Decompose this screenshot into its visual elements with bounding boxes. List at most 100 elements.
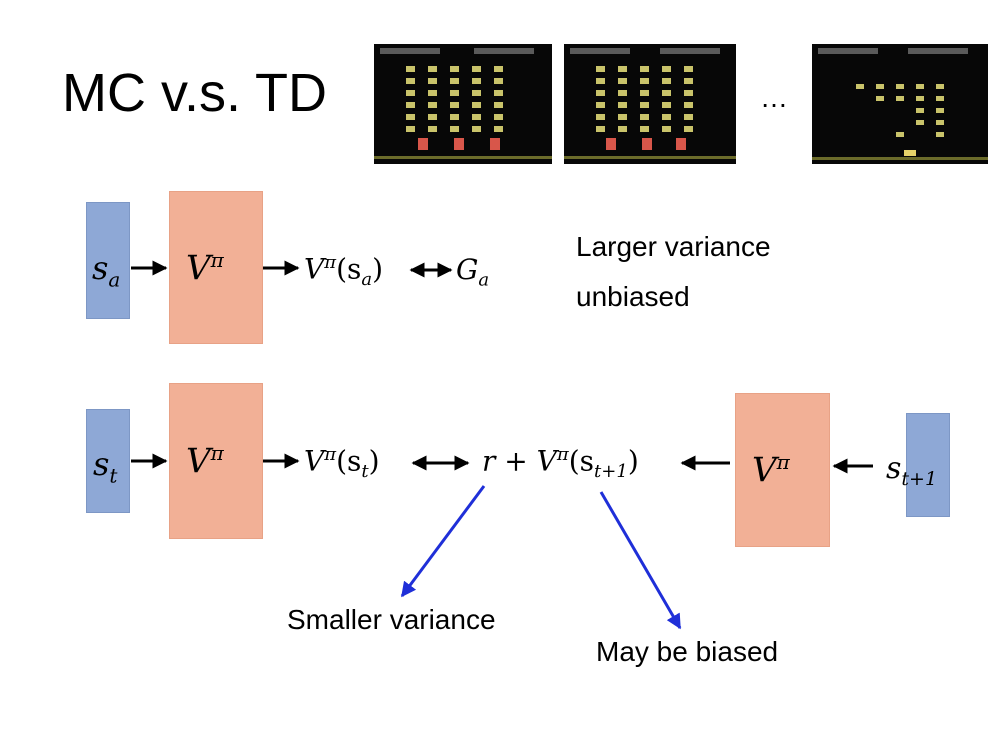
td-network-label: Vπ [186, 443, 224, 478]
game-frame-2 [564, 44, 736, 164]
slide-title: MC v.s. TD [62, 63, 327, 123]
mc-state-symbol: s [92, 249, 109, 287]
invader-sprite [596, 66, 605, 72]
td-target-close: ) [627, 444, 639, 478]
td-next-state-box [906, 413, 950, 517]
invader-sprite [450, 114, 459, 120]
game-frame-1-art [374, 48, 552, 159]
invader-sprite [596, 90, 605, 96]
blue-arrow-to-may-be-biased [599, 491, 682, 630]
invader-sprite [472, 66, 481, 72]
invader-sprite [450, 126, 459, 132]
mc-state-label: sa [92, 252, 120, 289]
invader-sprite [428, 66, 437, 72]
game-frame-2-art [564, 48, 736, 159]
invader-sprite [406, 78, 415, 84]
invader-sprite [406, 126, 415, 132]
invader-sprite [596, 126, 605, 132]
mc-output: Vπ(sa) [304, 254, 383, 289]
td-target-v: V [536, 444, 557, 478]
mc-output-sub: a [361, 268, 373, 290]
invader-sprite [640, 66, 649, 72]
invader-sprite [640, 114, 649, 120]
invader-sprite [684, 114, 693, 120]
mc-network-superscript: π [210, 248, 224, 272]
mc-state-subscript: a [108, 267, 121, 292]
invader-sprite [428, 114, 437, 120]
invader-sprite [596, 102, 605, 108]
invader-sprite [662, 66, 671, 72]
td-network-symbol: V [186, 441, 211, 482]
invader-sprite [450, 102, 459, 108]
invader-sprite [450, 90, 459, 96]
invader-sprite [618, 126, 627, 132]
invader-sprite [472, 102, 481, 108]
invader-sprite [472, 126, 481, 132]
td-network2-label: Vπ [752, 452, 790, 487]
invader-sprite [662, 90, 671, 96]
mc-target-sub: a [478, 269, 490, 291]
invader-sprite [428, 90, 437, 96]
td-state-box [86, 409, 130, 513]
td-output-v: V [304, 444, 325, 478]
td-next-state-subscript: t+1 [901, 468, 938, 490]
invader-sprite [684, 90, 693, 96]
game-frame-1 [374, 44, 552, 164]
invader-sprite [684, 102, 693, 108]
invader-sprite [662, 78, 671, 84]
td-network2-superscript: π [776, 450, 790, 474]
mc-target-g: G [456, 253, 479, 286]
td-network2-box [735, 393, 830, 547]
invader-sprite [428, 102, 437, 108]
mc-note-bias: unbiased [576, 281, 690, 312]
mc-network-label: Vπ [186, 250, 224, 285]
td-output: Vπ(st) [304, 446, 380, 481]
td-state-subscript: t [109, 463, 118, 488]
invader-sprite [596, 114, 605, 120]
invader-sprite [406, 102, 415, 108]
invader-sprite [618, 90, 627, 96]
mc-network-box [169, 191, 263, 344]
mc-output-arg: (s [336, 252, 362, 286]
invader-sprite [640, 78, 649, 84]
td-target: r + Vπ(st+1) [482, 446, 639, 481]
invader-sprite [494, 78, 503, 84]
td-output-sup: π [324, 444, 337, 465]
mc-note-variance: Larger variance [576, 231, 771, 262]
invader-sprite [406, 114, 415, 120]
td-state-label: st [93, 448, 117, 485]
invader-sprite [428, 126, 437, 132]
invader-sprite [618, 66, 627, 72]
invader-sprite [428, 78, 437, 84]
game-frame-3-art [812, 48, 988, 160]
invader-sprite [472, 114, 481, 120]
mc-output-v: V [304, 252, 325, 286]
td-target-arg: (s [568, 444, 595, 478]
game-frame-3 [812, 44, 988, 164]
invader-sprite [406, 66, 415, 72]
mc-output-sup: π [324, 252, 337, 273]
td-state-symbol: s [93, 445, 110, 483]
invader-sprite [640, 102, 649, 108]
invader-sprite [662, 102, 671, 108]
invader-sprite [596, 78, 605, 84]
invader-sprite [494, 114, 503, 120]
invader-sprite [450, 66, 459, 72]
td-network-box [169, 383, 263, 539]
invader-sprite [472, 78, 481, 84]
invader-sprite [684, 66, 693, 72]
invader-sprite [494, 102, 503, 108]
td-target-r: r + [482, 444, 537, 478]
td-output-close: ) [368, 444, 380, 478]
invader-sprite [662, 126, 671, 132]
td-network-superscript: π [210, 441, 224, 465]
td-next-state-label: st+1 [886, 454, 937, 489]
td-network2-symbol: V [752, 450, 777, 491]
invader-sprite [662, 114, 671, 120]
invader-sprite [494, 66, 503, 72]
blue-arrow-to-smaller-variance [400, 485, 486, 598]
invader-sprite [450, 78, 459, 84]
invader-sprite [494, 90, 503, 96]
mc-target: Ga [456, 256, 489, 290]
